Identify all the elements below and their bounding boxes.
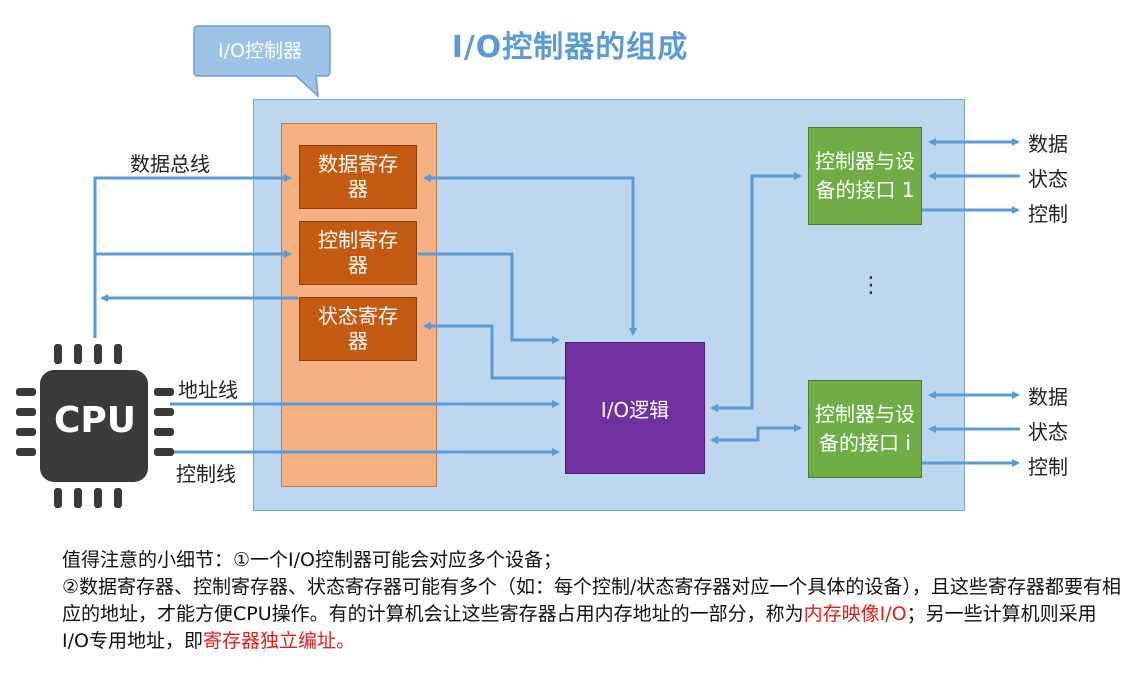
device-1-link	[710, 172, 802, 412]
data-register-link	[423, 174, 637, 336]
note-text: 值得注意的小细节：①一个I/O控制器可能会对应多个设备； ②数据寄存器、控制寄存…	[62, 547, 1122, 655]
ellipsis-dots: ⋮	[860, 273, 882, 298]
note-line-1: 值得注意的小细节：①一个I/O控制器可能会对应多个设备；	[62, 549, 562, 571]
callout-label: I/O控制器	[218, 40, 302, 62]
highlight-independent-addressing: 寄存器独立编址。	[202, 630, 355, 652]
device-i-link	[710, 424, 802, 444]
control-line-label: 控制线	[176, 462, 236, 486]
device-i-data-label: 数据	[1028, 385, 1068, 409]
data-bus-line	[93, 174, 292, 338]
control-register: 控制寄存器	[299, 221, 417, 285]
device-1-status-label: 状态	[1028, 167, 1068, 191]
note-line-2: ②数据寄存器、控制寄存器、状态寄存器可能有多个（如：每个控制/状态寄存器对应一个…	[62, 576, 1121, 652]
control-register-link	[418, 252, 560, 344]
status-register: 状态寄存器	[299, 297, 417, 361]
device-interface-i: 控制器与设备的接口 i	[808, 380, 922, 478]
device-i-control-label: 控制	[1028, 455, 1068, 479]
device-1-data-label: 数据	[1028, 132, 1068, 156]
callout-bubble	[193, 25, 331, 98]
data-register: 数据寄存器	[299, 145, 417, 209]
highlight-memory-mapped-io: 内存映像I/O	[803, 603, 907, 625]
address-line-label: 地址线	[178, 378, 238, 402]
device-interface-1: 控制器与设备的接口 1	[808, 127, 922, 225]
cpu-label: CPU	[53, 400, 137, 441]
diagram-title: I/O控制器的组成	[451, 30, 689, 65]
io-logic: I/O逻辑	[565, 342, 705, 474]
device-1-control-label: 控制	[1028, 202, 1068, 226]
status-register-link	[423, 322, 565, 380]
device-i-status-label: 状态	[1028, 420, 1068, 444]
cpu-chip-icon	[16, 344, 174, 508]
data-bus-label: 数据总线	[130, 152, 210, 176]
